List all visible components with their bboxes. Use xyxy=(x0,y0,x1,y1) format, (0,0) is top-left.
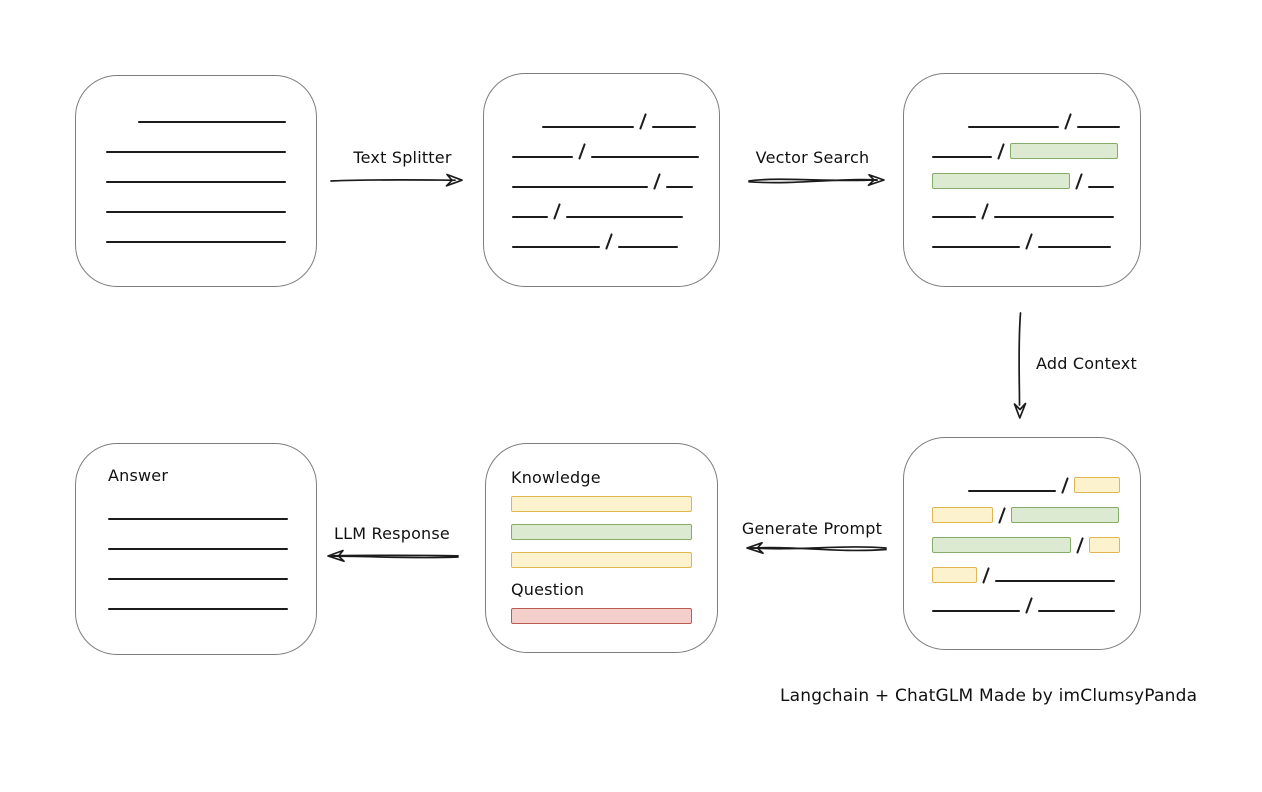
text-line-segment xyxy=(512,216,548,218)
red-bar xyxy=(511,608,692,624)
chunk-row xyxy=(924,552,1120,584)
diagram-caption: Langchain + ChatGLM Made by imClumsyPand… xyxy=(780,686,1198,706)
green-highlight-chunk xyxy=(932,537,1071,553)
text-line xyxy=(106,151,286,153)
text-line-segment xyxy=(566,216,684,218)
llm-response-arrow xyxy=(327,549,459,563)
chunk-row xyxy=(504,218,699,250)
text-line-segment xyxy=(1038,610,1116,612)
question-title: Question xyxy=(511,580,585,599)
vector-search-arrow xyxy=(748,173,885,187)
chunk-row xyxy=(504,128,699,160)
text-splitter-arrow xyxy=(330,173,463,187)
green-bar xyxy=(511,524,692,540)
chunk-row xyxy=(924,98,1120,130)
text-line-segment xyxy=(512,156,573,158)
document-lines xyxy=(106,121,316,243)
text-line-segment xyxy=(968,490,1056,492)
slash-separator xyxy=(1025,233,1034,250)
text-line-segment xyxy=(1038,246,1112,248)
yellow-bar xyxy=(511,496,692,512)
chunk-row xyxy=(924,218,1120,250)
source-document-box xyxy=(75,75,317,287)
split-chunks-box xyxy=(483,73,720,287)
chunk-row xyxy=(924,158,1120,190)
vector-result-box xyxy=(903,73,1141,287)
llm-response-label: LLM Response xyxy=(334,524,450,543)
chunk-rows xyxy=(504,98,699,250)
chunk-row xyxy=(924,582,1120,614)
text-line-segment xyxy=(591,156,699,158)
text-line-segment xyxy=(618,246,679,248)
knowledge-bars xyxy=(511,496,692,568)
chunk-row xyxy=(504,98,699,130)
yellow-highlight-chunk xyxy=(932,507,993,523)
context-result-box xyxy=(903,437,1141,650)
chunk-row xyxy=(504,158,699,190)
green-highlight-chunk xyxy=(932,173,1070,189)
text-line xyxy=(108,578,288,580)
add-context-arrow xyxy=(1013,312,1027,419)
text-line xyxy=(106,181,286,183)
prompt-box: Knowledge Question xyxy=(485,443,718,653)
answer-box: Answer xyxy=(75,443,317,655)
green-highlight-chunk xyxy=(1010,143,1119,159)
text-line xyxy=(108,548,288,550)
text-line xyxy=(138,121,286,123)
yellow-highlight-chunk xyxy=(1074,477,1120,493)
chunk-row xyxy=(924,188,1120,220)
text-splitter-label: Text Splitter xyxy=(353,148,452,167)
answer-title: Answer xyxy=(108,466,169,485)
text-line xyxy=(108,608,288,610)
chunk-rows xyxy=(924,462,1120,614)
question-bars xyxy=(511,608,692,624)
text-line-segment xyxy=(968,126,1059,128)
chunk-row xyxy=(924,128,1120,160)
text-line-segment xyxy=(1088,186,1115,188)
slash-separator xyxy=(1025,597,1034,614)
slash-separator xyxy=(605,233,614,250)
chunk-row xyxy=(504,188,699,220)
text-line-segment xyxy=(995,580,1116,582)
vector-search-label: Vector Search xyxy=(755,148,870,167)
text-line-segment xyxy=(994,216,1115,218)
green-highlight-chunk xyxy=(1011,507,1120,523)
generate-prompt-arrow xyxy=(746,541,887,555)
yellow-bar xyxy=(511,552,692,568)
chunk-rows xyxy=(924,98,1120,250)
yellow-highlight-chunk xyxy=(1089,537,1120,553)
generate-prompt-label: Generate Prompt xyxy=(741,519,883,538)
chunk-row xyxy=(924,462,1120,494)
knowledge-title: Knowledge xyxy=(511,468,601,487)
chunk-row xyxy=(924,492,1120,524)
text-line-segment xyxy=(512,246,600,248)
text-line-segment xyxy=(932,156,992,158)
text-line-segment xyxy=(666,186,694,188)
answer-lines xyxy=(108,518,316,610)
text-line-segment xyxy=(932,216,976,218)
text-line-segment xyxy=(512,186,648,188)
text-line xyxy=(106,241,286,243)
text-line xyxy=(106,211,286,213)
yellow-highlight-chunk xyxy=(932,567,977,583)
text-line-segment xyxy=(542,126,634,128)
text-line xyxy=(108,518,288,520)
text-line-segment xyxy=(652,126,697,128)
chunk-row xyxy=(924,522,1120,554)
text-line-segment xyxy=(932,610,1020,612)
text-line-segment xyxy=(1076,126,1120,128)
add-context-label: Add Context xyxy=(1036,354,1137,373)
text-line-segment xyxy=(932,246,1020,248)
